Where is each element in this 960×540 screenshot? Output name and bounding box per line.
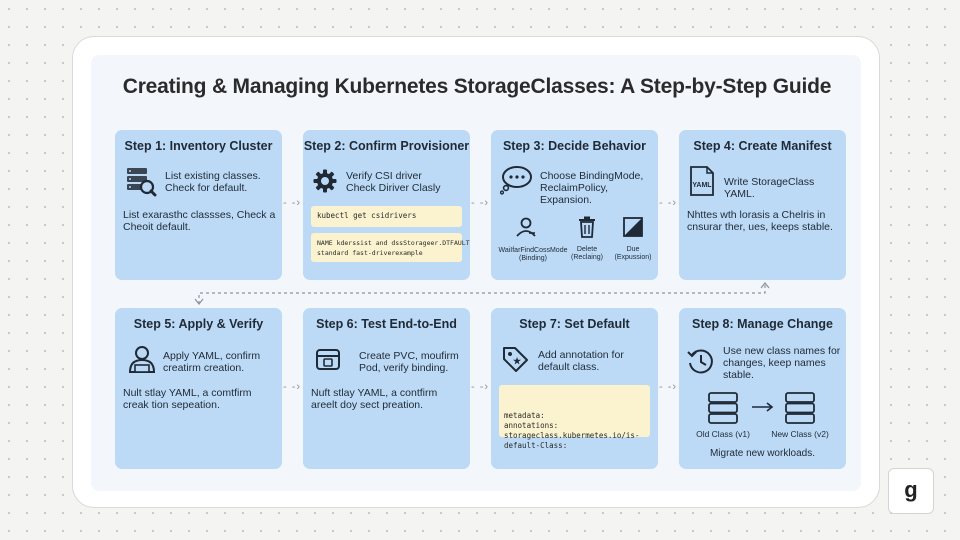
step-4-card: Step 4: Create Manifest YAML Write Stora… xyxy=(679,130,846,280)
step-8-card: Step 8: Manage Change Use new class name… xyxy=(679,308,846,469)
database-icon xyxy=(708,392,738,424)
step-6-card: Step 6: Test End-to-End Create PVC, mouf… xyxy=(303,308,470,469)
old-class-label: Old Class (v1) xyxy=(696,429,750,439)
brand-logo: g xyxy=(888,468,934,514)
arrow-1-2: - -› xyxy=(283,197,302,209)
step-4-title: Step 4: Create Manifest xyxy=(693,139,832,153)
guide-frame: Creating & Managing Kubernetes StorageCl… xyxy=(72,36,880,508)
expansion-icon xyxy=(623,217,643,237)
svg-text:YAML: YAML xyxy=(692,182,712,189)
arrow-3-4: - -› xyxy=(659,197,678,209)
step-3-title: Step 3: Decide Behavior xyxy=(502,139,647,153)
step-3-desc: Choose BindingMode,ReclaimPolicy, Expans… xyxy=(540,170,644,206)
step-7-title: Step 7: Set Default xyxy=(519,317,630,331)
svg-text:★: ★ xyxy=(513,356,522,366)
thought-bubble-icon xyxy=(499,165,533,195)
step-4-desc: Write StorageClass YAML. xyxy=(724,176,815,200)
step-8-footer: Migrate new workloads. xyxy=(709,448,816,459)
step-1-desc: List existing classes.Check for default. xyxy=(165,170,261,194)
step-8-title: Step 8: Manage Change xyxy=(692,317,833,331)
arrow-6-7: - -› xyxy=(471,381,490,393)
step-3-card: Step 3: Decide Behavior Choose BindingMo… xyxy=(491,130,658,280)
row-wrap-connector xyxy=(194,282,770,305)
window-test-icon xyxy=(316,347,340,371)
page-title: Creating & Managing Kubernetes StorageCl… xyxy=(122,75,832,98)
binding-mode-label: WaiIfarFindCossMode(Binding) xyxy=(498,247,568,262)
step-2-title: Step 2: Confirm Provisioner xyxy=(303,139,470,153)
user-bind-icon xyxy=(515,216,537,238)
expansion-label: Due(Expussion) xyxy=(614,246,652,261)
step-1-card: Step 1: Inventory Cluster List existing … xyxy=(115,130,282,280)
step-7-card: Step 7: Set Default ★ Add annotation for… xyxy=(491,308,658,469)
history-icon xyxy=(686,346,716,376)
arrow-2-3: - -› xyxy=(471,197,490,209)
gear-icon xyxy=(313,169,337,193)
reclaim-label: Delete(Reclaing) xyxy=(571,246,603,261)
step-2-command: kubectl get csidrivers xyxy=(311,206,462,227)
tag-icon: ★ xyxy=(501,345,529,373)
step-5-title: Step 5: Apply & Verify xyxy=(133,317,264,331)
server-search-icon xyxy=(125,165,157,197)
migration-arrow-icon xyxy=(751,402,775,412)
step-5-card: Step 5: Apply & Verify Apply YAML, confi… xyxy=(115,308,282,469)
step-7-annotation-code: metadata: annotations: storageclass.kube… xyxy=(499,385,650,450)
user-apply-icon xyxy=(127,345,157,373)
step-1-title: Step 1: Inventory Cluster xyxy=(124,139,273,153)
step-6-title: Step 6: Test End-to-End xyxy=(316,317,457,331)
step-2-card: Step 2: Confirm Provisioner Verify CSI xyxy=(303,130,470,280)
trash-icon xyxy=(577,216,597,238)
arrow-5-6: - -› xyxy=(283,381,302,393)
new-class-label: New Class (v2) xyxy=(771,429,829,439)
arrow-7-8: - -› xyxy=(659,381,678,393)
database-icon xyxy=(785,392,815,424)
yaml-file-icon: YAML xyxy=(689,166,715,196)
